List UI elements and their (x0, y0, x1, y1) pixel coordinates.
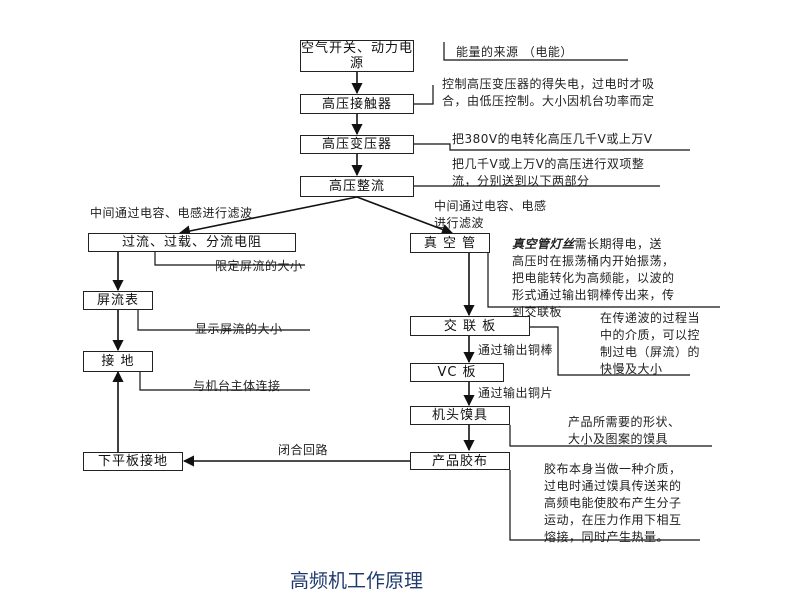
page-title: 高频机工作原理 (290, 570, 424, 592)
leader-cloth (509, 470, 700, 541)
note-rectifier-line2: 流，分别送到以下两部分 (452, 174, 590, 188)
note-power: 能量的来源 （电能） (456, 45, 573, 59)
leader-vacuum (487, 253, 720, 308)
ground-box: 接 地 (83, 351, 153, 372)
leader-transformer (414, 143, 690, 151)
note-contactor: 控制高压变压器的得失电，过电时才吸 合，由低压控制。大小因机台功率而定 (442, 76, 655, 110)
note-closed-loop: 闭合回路 (278, 443, 329, 457)
note-vacuum-tube: 真空管灯丝需长期得电，送 高压时在振荡桶内开始振荡， 把电能转化为高频能，以波的… (512, 236, 675, 321)
note-filter-right-line2: 进行滤波 (434, 216, 485, 230)
leader-power (443, 42, 628, 61)
note-contactor-line2: 合，由低压控制。大小因机台功率而定 (442, 94, 655, 108)
note-die-line1: 产品所需要的形状、 (568, 415, 681, 429)
lower-plate-ground-box: 下平板接地 (83, 452, 183, 471)
note-product-cloth: 胶布本身当做一种介质， 过电时通过馍具传送来的 高频电能使胶布产生分子 运动，在… (544, 461, 682, 546)
note-cloth-line1: 胶布本身当做一种介质， (544, 462, 682, 476)
power-switch-box: 空气开关、动力电源 (300, 40, 414, 72)
note-vacuum-line5: 到交联板 (512, 305, 563, 319)
note-connect-body: 与机台主体连接 (193, 379, 281, 393)
note-die-line2: 大小及图案的馍具 (568, 432, 669, 446)
note-wave-line1: 在传递波的过程当 (600, 311, 701, 325)
leader-contactor (414, 85, 434, 105)
note-die-mold: 产品所需要的形状、 大小及图案的馍具 (568, 414, 681, 448)
arrow-rectifier-overcurrent (178, 196, 358, 237)
product-cloth-box: 产品胶布 (410, 452, 510, 470)
note-copper-sheet: 通过输出铜片 (478, 386, 554, 400)
note-vacuum-filament-label: 真空管灯丝 (512, 237, 575, 251)
leader-ground (139, 372, 310, 391)
note-copper-rod: 通过输出铜棒 (478, 343, 554, 357)
note-filter-left: 中间通过电容、电感进行滤波 (90, 206, 253, 220)
screen-current-meter-box: 屏流表 (83, 291, 153, 310)
note-wave-line4: 快慢及大小 (600, 362, 663, 376)
overcurrent-resistor-box: 过流、过载、分流电阻 (88, 233, 296, 252)
note-vacuum-line4: 形式通过输出铜棒传出来，传 (512, 288, 675, 302)
high-voltage-contactor-box: 高压接触器 (300, 94, 414, 114)
note-vacuum-line1-rest: 需长期得电，送 (574, 237, 663, 251)
note-contactor-line1: 控制高压变压器的得失电，过电时才吸 (442, 77, 655, 91)
note-show-screen-current: 显示屏流的大小 (195, 322, 283, 336)
note-vacuum-line3: 把电能转化为高频能，以波的 (512, 271, 675, 285)
note-cloth-line2: 过电时通过馍具传送来的 (544, 479, 682, 493)
high-voltage-rectifier-box: 高压整流 (300, 176, 414, 197)
leader-overcurrent (154, 252, 305, 266)
note-wave-medium: 在传递波的过程当 中的介质，可以控 制过电（屏流）的 快慢及大小 (600, 310, 700, 378)
note-wave-line3: 制过电（屏流）的 (600, 345, 701, 359)
note-vacuum-line1: 真空管灯丝需长期得电，送 (512, 236, 675, 253)
note-cloth-line5: 熔接，同时产生热量。 (544, 530, 670, 544)
note-cloth-line3: 高频电能使胶布产生分子 (544, 496, 682, 510)
leader-screenmeter (137, 310, 310, 331)
vacuum-tube-box: 真 空 管 (410, 233, 490, 253)
note-cloth-line4: 运动，在压力作用下相互 (544, 513, 682, 527)
note-filter-right-line1: 中间通过电容、电感 (434, 199, 547, 213)
vc-plate-box: VC 板 (410, 363, 504, 382)
note-limit-screen-current: 限定屏流的大小 (215, 259, 303, 273)
arrow-rectifier-vacuum (356, 196, 454, 235)
note-rectifier-line1: 把几千V或上万V的高压进行双项整 (452, 157, 645, 171)
note-transformer: 把380V的电转化高压几千V或上万V (452, 132, 653, 146)
note-vacuum-line2: 高压时在振荡桶内开始振荡， (512, 254, 675, 268)
note-filter-right: 中间通过电容、电感 进行滤波 (434, 198, 547, 232)
die-mold-box: 机头馍具 (410, 406, 510, 425)
note-wave-line2: 中的介质，可以控 (600, 328, 701, 342)
ac-plate-box: 交 联 板 (410, 316, 530, 336)
leader-acplate (530, 326, 690, 376)
high-voltage-transformer-box: 高压变压器 (300, 135, 414, 154)
note-rectifier: 把几千V或上万V的高压进行双项整 流，分别送到以下两部分 (452, 156, 644, 190)
leader-die (509, 425, 712, 447)
